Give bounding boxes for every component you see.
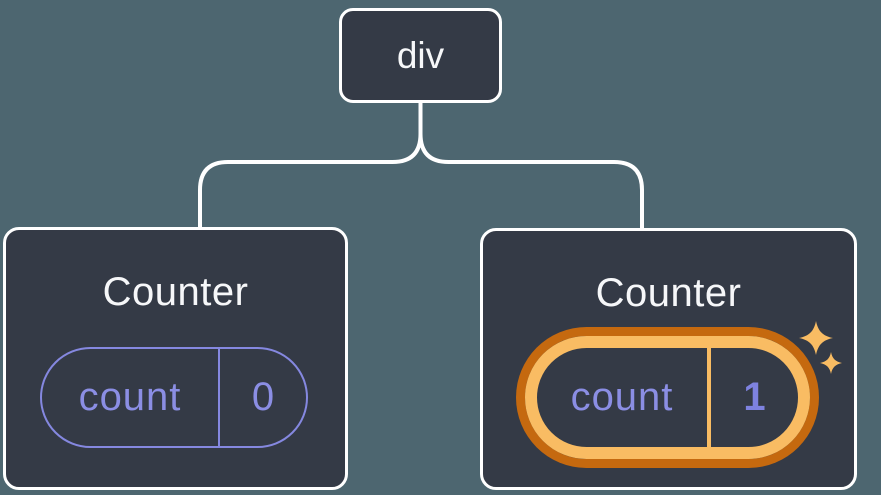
state-value: 0 <box>251 375 275 419</box>
connector-right-branch <box>418 103 644 231</box>
sparkle-large-icon <box>799 321 833 355</box>
state-pill: count 0 <box>40 347 308 448</box>
root-node: div <box>339 8 502 103</box>
card-title: Counter <box>595 271 742 315</box>
counter-card-right: Counter count 1 <box>480 228 857 490</box>
state-pill-highlighted: count 1 <box>525 336 810 459</box>
state-key-label: count <box>537 348 711 447</box>
card-title: Counter <box>102 270 249 314</box>
root-node-label: div <box>396 34 445 76</box>
counter-card-left: Counter count 0 <box>3 227 348 490</box>
connector-left-branch <box>198 103 423 230</box>
sparkle-small-icon <box>820 352 842 374</box>
state-value: 1 <box>743 375 766 419</box>
state-key-label: count <box>42 349 220 446</box>
